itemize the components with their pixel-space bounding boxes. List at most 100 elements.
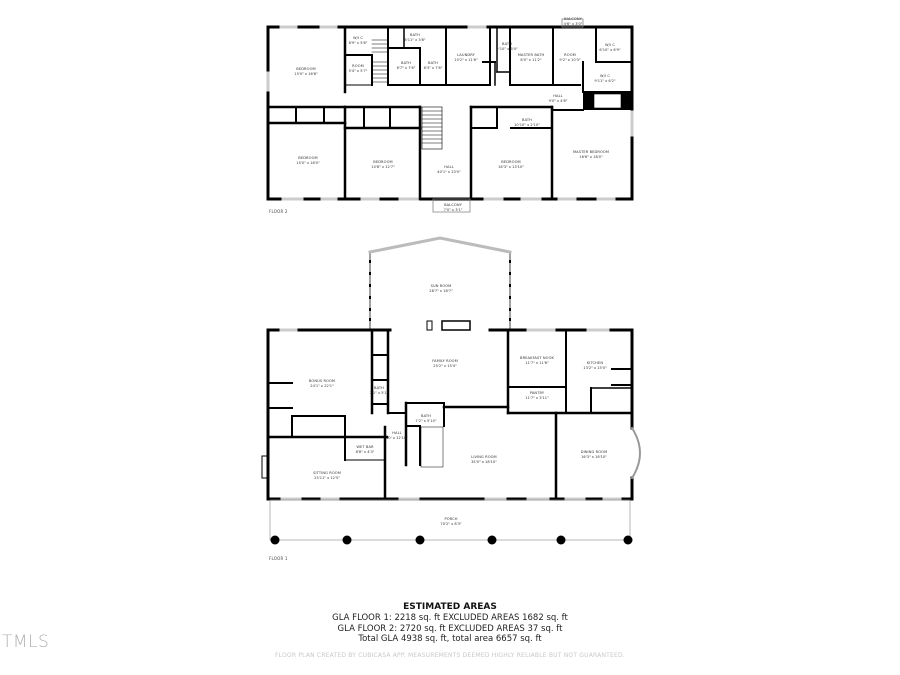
total-gla: Total GLA 4938 sq. ft, total area 6657 s…	[358, 634, 542, 644]
room-name: MASTER BATH	[517, 53, 545, 57]
room-name: WET BAR	[356, 445, 374, 449]
room-name: MASTER BEDROOM	[572, 150, 610, 154]
room-dimensions: 6'3" x 7'6"	[423, 66, 443, 70]
disclaimer: FLOOR PLAN CREATED BY CUBICASA APP. MEAS…	[275, 652, 625, 659]
room-dimensions: 70'2" x 8'3"	[440, 522, 462, 526]
room-name: LAUNDRY	[457, 53, 475, 57]
room-name: LIVING ROOM	[471, 455, 497, 459]
gla-floor1: GLA FLOOR 1: 2218 sq. ft EXCLUDED AREAS …	[332, 613, 568, 623]
room-dimensions: 16'3" x 13'10"	[498, 165, 524, 169]
room-name: BATH	[374, 386, 384, 390]
room-name: HALL	[553, 94, 563, 98]
floor2-label: FLOOR 2	[269, 209, 288, 214]
room-dimensions: 9'0" x 4'8"	[548, 99, 568, 103]
room-dimensions: 7'2" x 5'10"	[415, 419, 437, 423]
room-dimensions: 16'6" x 18'0"	[579, 155, 603, 159]
floor1-label: FLOOR 1	[269, 556, 288, 561]
room-dimensions: 5'4" x 5'7"	[348, 69, 368, 73]
room-name: ROOM	[352, 64, 364, 68]
room-dimensions: 10'2" x 11'6"	[454, 58, 478, 62]
room-dimensions: 11'7" x 11'6"	[525, 361, 549, 365]
room-name: BATH	[522, 118, 532, 122]
room-dimensions: 15'0" x 18'0"	[296, 161, 320, 165]
room-dimensions: 24'1" x 22'1"	[310, 384, 334, 388]
room-dimensions: 9'11" x 6'2"	[594, 79, 616, 83]
room-dimensions: 10' x 12'10"	[386, 436, 408, 440]
room-name: BEDROOM	[501, 160, 521, 164]
porch-columns	[270, 535, 633, 545]
room-dimensions: 13'2" x 15'0"	[583, 366, 607, 370]
room-name: W/I C	[353, 36, 363, 40]
room-name: PANTRY	[529, 391, 545, 395]
room-dimensions: 8'8" x 4'3"	[355, 450, 375, 454]
room-name: BATH	[401, 61, 411, 65]
room-dimensions: 28'7" x 18'7"	[429, 289, 453, 293]
room-name: HALL	[392, 431, 402, 435]
estimated-areas: ESTIMATED AREAS GLA FLOOR 1: 2218 sq. ft…	[0, 602, 900, 645]
floor-plan-drawing	[261, 18, 641, 545]
room-dimensions: 7'1" x 5'1"	[369, 391, 389, 395]
room-name: ROOM	[564, 53, 576, 57]
room-name: BALCONY	[444, 203, 462, 207]
room-name: BATH	[502, 42, 512, 46]
room-name: BATH	[421, 414, 431, 418]
room-name: SUN ROOM	[430, 284, 452, 288]
room-name: W/I C	[600, 74, 610, 78]
room-dimensions: 40'1" x 23'0"	[437, 170, 461, 174]
room-dimensions: 8'11" x 3'8"	[404, 38, 426, 42]
room-dimensions: 6'7" x 7'6"	[396, 66, 416, 70]
room-dimensions: 35'0" x 18'10"	[471, 460, 497, 464]
room-name: DINING ROOM	[580, 450, 608, 454]
room-name: KITCHEN	[586, 361, 604, 365]
room-name: PORCH	[444, 517, 458, 521]
room-name: BREAKFAST NOOK	[520, 356, 554, 360]
room-dimensions: 11'7" x 3'11"	[525, 396, 549, 400]
room-dimensions: 8'0" x 11'2"	[520, 58, 542, 62]
gla-floor2: GLA FLOOR 2: 2720 sq. ft EXCLUDED AREAS …	[337, 623, 563, 634]
room-dimensions: 10'8" x 12'7"	[371, 165, 395, 169]
room-name: BATH	[428, 61, 438, 65]
room-name: BEDROOM	[296, 67, 316, 71]
room-dimensions: 25'2" x 15'4"	[433, 364, 457, 368]
room-dimensions: 4'6" x 3'0"	[563, 22, 583, 26]
room-name: BATH	[410, 33, 420, 37]
room-dimensions: 8'9" x 5'6"	[348, 41, 368, 45]
room-name: HALL	[444, 165, 454, 169]
room-name: BEDROOM	[373, 160, 393, 164]
room-name: BALCONY	[564, 17, 582, 21]
floor2-walls	[266, 18, 634, 213]
room-dimensions: 2'10" x 6'4"	[496, 47, 518, 51]
room-name: FAMILY ROOM	[432, 359, 458, 363]
room-dimensions: 10'10" x 2'10"	[514, 123, 540, 127]
room-dimensions: 9'2" x 10'3"	[559, 58, 581, 62]
